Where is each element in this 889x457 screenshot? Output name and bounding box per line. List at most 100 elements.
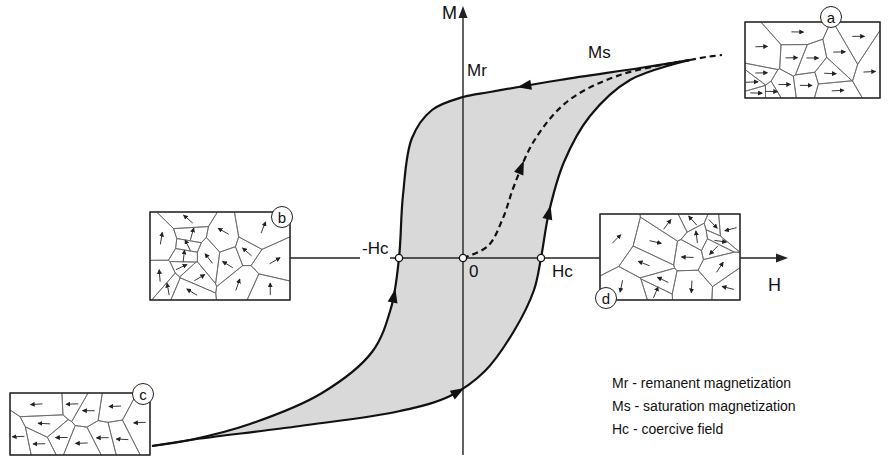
magnetic-moment	[38, 423, 50, 425]
magnetic-moment	[824, 73, 836, 75]
magnetic-moment	[709, 220, 717, 229]
axis-label: H	[768, 276, 781, 296]
magnetic-moment	[755, 46, 767, 47]
callout-letter: c	[139, 387, 147, 402]
domain-frame	[745, 22, 880, 98]
magnetic-moment	[134, 422, 146, 424]
grain-boundary	[168, 248, 197, 262]
callout-circle: b	[271, 206, 293, 228]
grain-boundary	[72, 393, 103, 427]
grain-boundary	[745, 22, 781, 70]
legend-note: Hc - coercive field	[612, 422, 723, 437]
magnetic-moment	[725, 228, 737, 231]
magnetic-moment	[194, 275, 204, 281]
magnetic-moment	[717, 262, 724, 272]
magnetic-moment	[184, 215, 193, 223]
magnetic-moment	[270, 283, 271, 295]
point-label: Hc	[552, 263, 573, 282]
domain-ground	[150, 212, 290, 300]
grain-boundary	[150, 212, 177, 260]
domain-frame	[600, 214, 740, 300]
domain-ground	[745, 22, 880, 98]
grain-boundary	[823, 22, 858, 81]
grain-boundary	[150, 260, 175, 300]
grain-boundary	[10, 410, 31, 455]
grain-boundary	[235, 237, 262, 266]
magnetic-moment	[223, 261, 233, 267]
magnetic-moment	[696, 231, 698, 243]
grain-boundary	[171, 278, 217, 300]
magnetic-moment	[190, 228, 193, 240]
callout-letter: b	[278, 210, 286, 225]
grain-boundary	[180, 262, 217, 293]
magnetic-moment	[183, 250, 184, 262]
direction-arrow	[388, 288, 401, 304]
grain-boundary	[793, 72, 818, 98]
magnetic-moment	[765, 91, 777, 92]
grain-boundary	[10, 393, 63, 417]
grain-boundary	[108, 420, 140, 455]
grain-boundary	[251, 237, 290, 281]
domain-box	[600, 214, 740, 300]
grain-boundary	[706, 230, 740, 253]
magnetic-moment	[205, 254, 212, 263]
magnetic-moment	[33, 443, 45, 444]
magnetic-moment	[682, 256, 694, 258]
callout-letter: d	[602, 291, 610, 306]
grain-boundary	[701, 239, 734, 260]
grain-boundary	[780, 45, 808, 77]
magnetic-moment	[97, 437, 109, 438]
grain-boundary	[745, 85, 766, 98]
point-label: Ms	[588, 44, 611, 63]
magnetic-moment	[833, 51, 845, 52]
grain-boundary	[672, 270, 712, 300]
h-axis-arrow	[776, 254, 788, 263]
magnetic-moment	[786, 57, 798, 58]
magnetic-moment	[66, 403, 78, 404]
grain-boundary	[206, 212, 238, 252]
magnetic-moment	[755, 72, 767, 73]
domain-frame	[10, 393, 150, 455]
magnetic-moment	[863, 71, 875, 73]
m-axis-arrow	[459, 6, 468, 18]
magnetic-moment	[159, 270, 161, 282]
magnetic-moment	[218, 228, 228, 234]
magnetic-moment	[185, 240, 190, 251]
magnetic-moment	[76, 442, 88, 443]
direction-arrow	[542, 204, 555, 220]
grain-boundary	[674, 240, 704, 271]
legend-note: Mr - remanent magnetization	[612, 376, 791, 391]
domain-ground	[10, 393, 150, 455]
magnetic-moment	[109, 406, 121, 407]
grain-boundary	[62, 393, 88, 422]
callout-circle: c	[132, 383, 154, 405]
magnetic-moment	[236, 279, 240, 290]
domain-ground	[600, 214, 740, 300]
magnetic-moment	[187, 289, 197, 295]
magnetic-moment	[832, 90, 844, 92]
grain-boundary	[197, 237, 219, 283]
grain-boundary	[719, 214, 740, 252]
magnetic-moment	[30, 403, 42, 405]
magnetic-moment	[691, 281, 693, 293]
grain-boundary	[815, 57, 852, 84]
magnetic-moment	[689, 216, 697, 225]
magnetic-moment	[176, 265, 187, 270]
grain-boundary	[216, 266, 259, 300]
axis-point	[395, 254, 402, 261]
callout-circle: d	[595, 287, 617, 309]
saturation-extension	[690, 55, 722, 60]
axis-point	[537, 254, 544, 261]
magnetic-moment	[710, 246, 718, 255]
magnetic-moment	[653, 287, 658, 298]
domain-box	[150, 212, 290, 300]
magnetic-moment	[750, 92, 762, 93]
magnetic-moment	[800, 85, 812, 86]
magnetic-moment	[658, 277, 669, 282]
magnetic-moment	[620, 280, 623, 292]
magnetic-moment	[650, 241, 662, 244]
magnetic-moment	[664, 220, 671, 230]
magnetic-moment	[83, 410, 95, 411]
point-label: -Hc	[360, 240, 390, 259]
